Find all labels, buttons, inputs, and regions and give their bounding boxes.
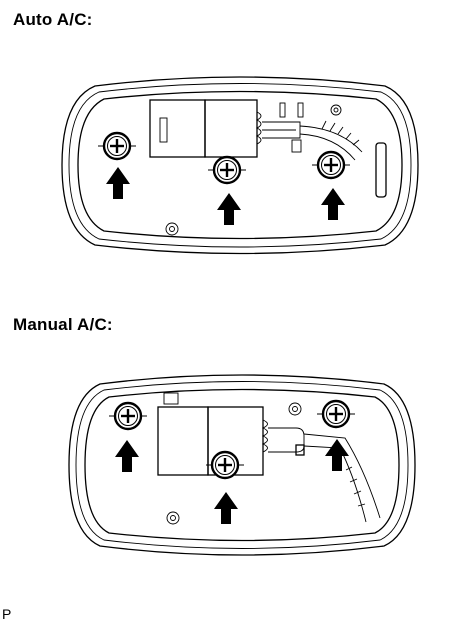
manual-ac-diagram — [68, 374, 416, 556]
auto-ac-screw-right — [310, 150, 352, 180]
manual-ac-arrow-right — [325, 439, 349, 471]
auto-ac-motor-unit — [149, 99, 387, 236]
figure-code: P — [2, 606, 12, 622]
auto-ac-panel-outline — [61, 76, 419, 255]
manual-ac-screw-center — [204, 450, 246, 480]
auto-ac-heading: Auto A/C: — [13, 10, 93, 29]
manual-ac-arrow-left — [115, 440, 139, 472]
auto-ac-diagram — [61, 76, 419, 255]
manual-ac-panel-outline — [68, 374, 416, 556]
auto-ac-arrow-right — [321, 188, 345, 220]
auto-ac-screw-center — [206, 155, 248, 185]
manual-ac-arrow-center — [214, 492, 238, 524]
auto-ac-arrow-left — [106, 167, 130, 199]
manual-ac-screw-right — [315, 399, 357, 429]
manual-ac-screw-left — [107, 401, 149, 431]
manual-ac-heading: Manual A/C: — [13, 315, 113, 334]
auto-ac-screw-left — [96, 131, 138, 161]
auto-ac-arrow-center — [217, 193, 241, 225]
